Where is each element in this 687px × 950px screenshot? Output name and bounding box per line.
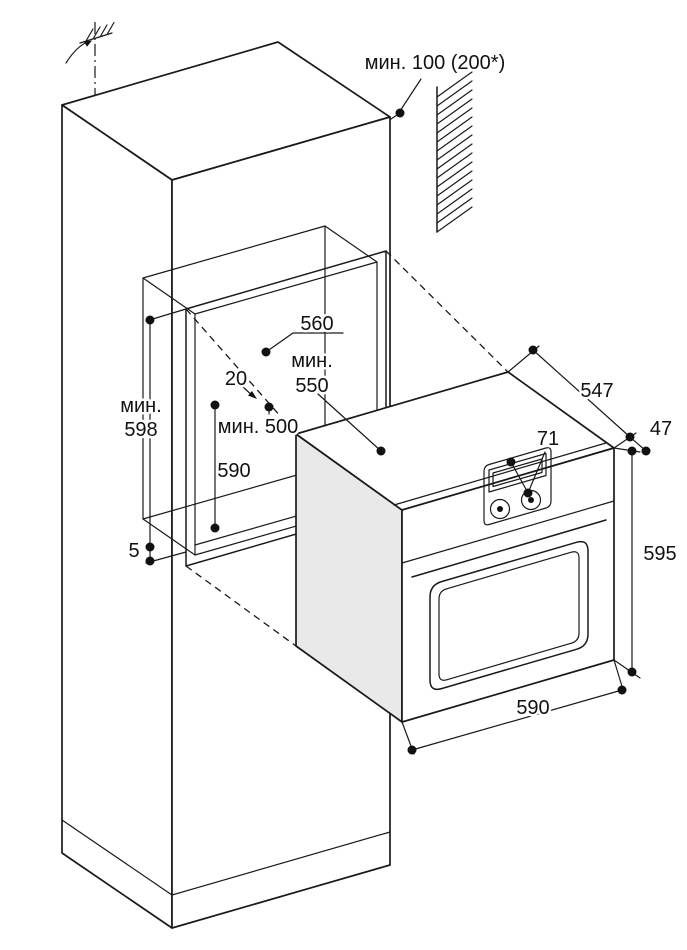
dim-dot [528,345,538,355]
label-front-setback: 20 [225,368,247,390]
label-wall-min-gap: мин. 100 (200*) [365,52,505,74]
display-frame [488,452,547,493]
control-panel-outline [483,447,552,526]
oven-door-handle [411,519,607,578]
label-min-depth-500: мин. 500 [218,416,298,438]
dim-dot [261,347,271,357]
label-oven-height: 595 [643,543,676,565]
projection-line [185,308,297,435]
dim-dot [210,400,220,410]
dim-71-lines [510,451,546,494]
control-knob-left-center [497,506,503,512]
control-knob-left [489,498,511,520]
cabinet-plinth-line [61,819,391,896]
dim-dot [145,556,155,566]
oven-carcass-lip-line [393,442,607,506]
control-panel [483,447,552,526]
dim-20-arrowhead [248,391,257,399]
label-panel-height: 71 [537,428,559,450]
label-oven-depth: 547 [580,380,613,402]
dim-dot [376,446,386,456]
label-min-550-word: мин. [291,350,333,372]
display-screen [492,458,543,488]
dim-dot [523,488,533,498]
niche-depth-edges [142,225,378,556]
dim-dot [641,446,651,456]
cabinet-front-face [171,116,391,929]
dim-dot [407,745,417,755]
door-window-outer [429,540,589,691]
dim-dot [395,108,405,118]
dim-dot [627,667,637,677]
dim-550-leader [317,393,382,452]
wall-hatch-lines [436,71,473,233]
control-knob-right-center [528,497,534,503]
dim-560-leader [265,332,344,353]
label-min-598-word: мин. [120,395,162,417]
label-min-598-value: 598 [124,419,157,441]
label-bottom-gap: 5 [128,540,139,562]
door-window-glass [438,551,580,681]
oven-panel-divider-line [401,500,615,564]
dimension-lines [145,78,651,755]
label-door-protrusion: 47 [650,418,672,440]
dim-dot [627,446,637,456]
oven [295,371,615,723]
label-min-550-value: 550 [295,375,328,397]
projection-line [385,250,509,373]
dim-dot [145,315,155,325]
tall-cabinet [61,41,391,929]
dim-dot [617,685,627,695]
label-oven-width: 590 [516,697,549,719]
cabinet-side-face [61,104,173,929]
dimension-labels: мин. 100 (200*) 560 мин. 550 20 мин. 500… [118,50,679,722]
dim-dot [210,523,220,533]
dim-dot [506,457,516,467]
dim-dot [264,402,274,412]
projection-line [185,565,297,647]
dim-dot [145,542,155,552]
label-niche-width: 560 [300,313,333,335]
label-niche-inner-height: 590 [217,460,250,482]
projection-lines [185,250,509,647]
wall-section [436,71,473,233]
